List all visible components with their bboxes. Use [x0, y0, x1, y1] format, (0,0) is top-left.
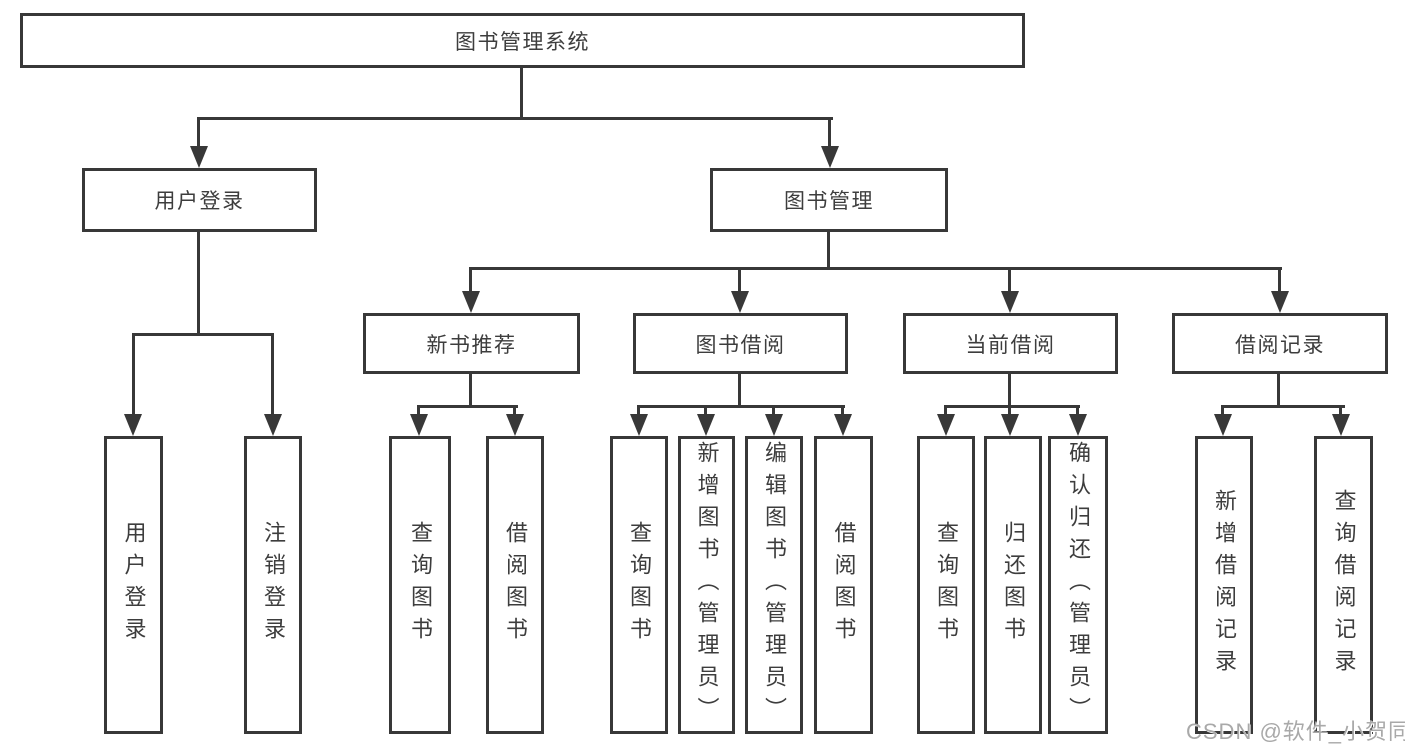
leaf-label: 查询图书: [408, 521, 433, 649]
node-borrowing-records: 借阅记录: [1172, 313, 1388, 374]
connector-line: [271, 333, 274, 414]
leaf-label: 查询图书: [934, 521, 959, 649]
arrow-head: [1001, 414, 1019, 436]
arrow-head: [462, 291, 480, 313]
arrow-head: [697, 414, 715, 436]
connector-line: [417, 405, 420, 417]
connector-line: [704, 405, 707, 417]
leaf-add-books-admin: 新增图书（管理员）: [678, 436, 735, 734]
arrow-head: [1214, 414, 1232, 436]
leaf-query-books-recommend: 查询图书: [389, 436, 451, 734]
node-label: 图书管理系统: [455, 30, 590, 54]
node-label: 借阅记录: [1235, 333, 1325, 357]
connector-line: [197, 232, 200, 336]
leaf-confirm-return-admin: 确认归还（管理员）: [1048, 436, 1108, 734]
arrow-head: [821, 146, 839, 168]
arrow-head: [834, 414, 852, 436]
arrow-head: [1069, 414, 1087, 436]
csdn-watermark: CSDN @软件_小贺同学: [1186, 719, 1405, 744]
connector-line: [1221, 405, 1224, 417]
connector-line: [1076, 405, 1079, 417]
node-book-borrowing: 图书借阅: [633, 313, 848, 374]
leaf-user-login: 用户登录: [104, 436, 163, 734]
node-label: 当前借阅: [965, 333, 1056, 357]
connector-line: [1278, 267, 1281, 292]
arrow-head: [506, 414, 524, 436]
connector-line: [513, 405, 516, 417]
leaf-label: 编辑图书（管理员）: [762, 441, 787, 729]
node-user-login: 用户登录: [82, 168, 317, 232]
connector-line: [1339, 405, 1342, 417]
node-label: 图书借阅: [695, 333, 786, 357]
leaf-label: 确认归还（管理员）: [1066, 441, 1091, 729]
connector-line: [132, 333, 135, 414]
connector-line: [841, 405, 844, 417]
connector-line: [1221, 405, 1345, 408]
arrow-head: [731, 291, 749, 313]
leaf-return-books: 归还图书: [984, 436, 1042, 734]
leaf-label: 归还图书: [1001, 521, 1026, 649]
connector-line: [944, 405, 1080, 408]
leaf-label: 新增借阅记录: [1212, 489, 1237, 681]
leaf-query-borrow-record: 查询借阅记录: [1314, 436, 1373, 734]
node-library-system-root: 图书管理系统: [20, 13, 1025, 68]
leaf-label: 用户登录: [121, 521, 147, 649]
connector-line: [738, 267, 741, 292]
connector-line: [469, 267, 472, 292]
connector-line: [1008, 374, 1011, 408]
connector-line: [828, 117, 831, 148]
connector-line: [1277, 374, 1280, 408]
connector-line: [1008, 267, 1011, 292]
arrow-head: [190, 146, 208, 168]
connector-line: [197, 117, 833, 120]
leaf-query-books-borrow: 查询图书: [610, 436, 668, 734]
node-label: 新书推荐: [426, 333, 517, 357]
arrow-head: [264, 414, 282, 436]
arrow-head: [410, 414, 428, 436]
connector-line: [827, 232, 830, 270]
leaf-label: 借阅图书: [503, 521, 528, 649]
connector-line: [1008, 405, 1011, 417]
connector-line: [772, 405, 775, 417]
leaf-label: 注销登录: [261, 521, 286, 649]
arrow-head: [124, 414, 142, 436]
arrow-head: [937, 414, 955, 436]
connector-line: [469, 267, 1282, 270]
node-label: 用户登录: [154, 190, 245, 213]
connector-line: [469, 374, 472, 408]
node-current-borrowing: 当前借阅: [903, 313, 1118, 374]
connector-line: [417, 405, 518, 408]
node-new-book-recommend: 新书推荐: [363, 313, 580, 374]
connector-line: [197, 117, 200, 148]
connector-line: [637, 405, 845, 408]
leaf-label: 查询图书: [627, 521, 652, 649]
leaf-query-books-current: 查询图书: [917, 436, 975, 734]
arrow-head: [630, 414, 648, 436]
leaf-label: 借阅图书: [831, 521, 857, 649]
leaf-borrow-books: 借阅图书: [814, 436, 873, 734]
leaf-label: 查询借阅记录: [1331, 489, 1357, 681]
leaf-label: 新增图书（管理员）: [694, 441, 720, 729]
connector-line: [637, 405, 640, 417]
leaf-edit-books-admin: 编辑图书（管理员）: [745, 436, 803, 734]
connector-line: [738, 374, 741, 408]
leaf-logout: 注销登录: [244, 436, 302, 734]
arrow-head: [1271, 291, 1289, 313]
leaf-borrow-books-recommend: 借阅图书: [486, 436, 544, 734]
node-book-management: 图书管理: [710, 168, 948, 232]
connector-line: [944, 405, 947, 417]
leaf-add-borrow-record: 新增借阅记录: [1195, 436, 1253, 734]
arrow-head: [765, 414, 783, 436]
node-label: 图书管理: [784, 190, 874, 213]
arrow-head: [1332, 414, 1350, 436]
arrow-head: [1001, 291, 1019, 313]
connector-line: [520, 68, 523, 120]
connector-line: [132, 333, 274, 336]
